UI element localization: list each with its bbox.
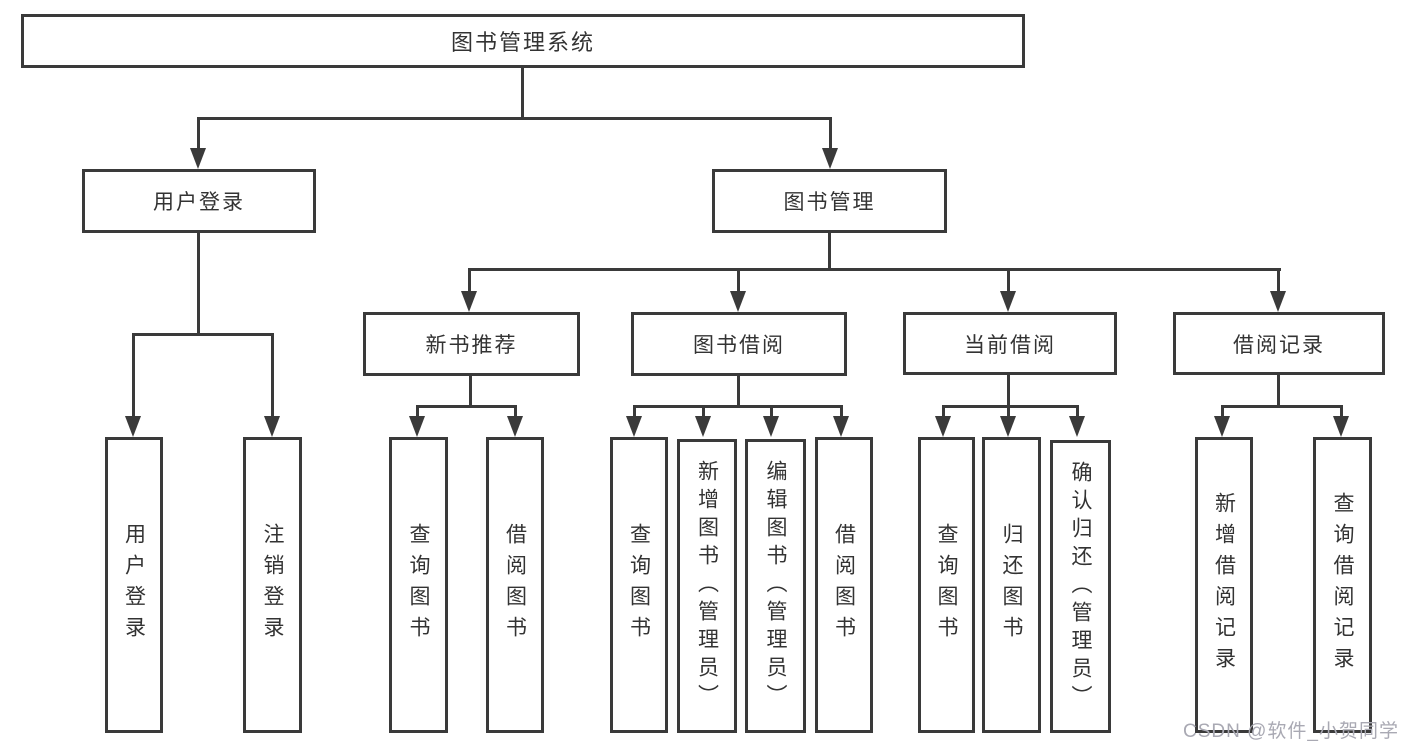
edge-line (942, 405, 945, 423)
edge-line (197, 117, 832, 120)
edge-line (514, 405, 517, 423)
arrow-down-icon (1333, 416, 1349, 437)
node-label: 编辑图书（管理员） (764, 460, 787, 712)
arrow-down-icon (1069, 416, 1085, 437)
arrow-down-icon (264, 416, 280, 437)
node-label: 查询图书 (935, 523, 958, 647)
arrow-down-icon (695, 416, 711, 437)
arrow-down-icon (763, 416, 779, 437)
node-label: 图书管理 (783, 191, 876, 214)
node-label: 借阅记录 (1233, 333, 1325, 357)
node-borrow-records: 借阅记录 (1173, 312, 1385, 375)
arrow-down-icon (935, 416, 951, 437)
leaf-add-book-admin: 新增图书（管理员） (677, 439, 737, 733)
edge-line (633, 405, 636, 423)
csdn-watermark: CSDN @软件_小贺同学 (1183, 721, 1399, 742)
leaf-borrow-books: 借阅图书 (815, 437, 873, 733)
leaf-query-books-recommend: 查询图书 (389, 437, 448, 733)
leaf-query-borrow-record: 查询借阅记录 (1313, 437, 1372, 733)
edge-line (633, 405, 843, 408)
node-current-borrow: 当前借阅 (903, 312, 1117, 375)
edge-line (829, 117, 832, 155)
node-label: 查询图书 (407, 523, 430, 647)
node-label: 借阅图书 (503, 523, 527, 647)
arrow-down-icon (1214, 416, 1230, 437)
edge-line (1277, 268, 1280, 298)
node-label: 图书管理系统 (450, 30, 595, 55)
leaf-query-books-current: 查询图书 (918, 437, 975, 733)
edge-line (521, 66, 524, 119)
arrow-down-icon (626, 416, 642, 437)
edge-line (737, 268, 740, 298)
node-label: 确认归还（管理员） (1069, 460, 1092, 713)
node-library-system: 图书管理系统 (21, 14, 1025, 68)
leaf-confirm-return-admin: 确认归还（管理员） (1050, 440, 1111, 733)
node-label: 借阅图书 (832, 523, 856, 647)
node-label: 查询借阅记录 (1331, 492, 1354, 678)
edge-line (1007, 373, 1010, 408)
edge-line (416, 405, 517, 408)
edge-line (468, 268, 1281, 271)
node-new-book-recommend: 新书推荐 (363, 312, 580, 376)
edge-line (828, 231, 831, 271)
arrow-down-icon (1000, 416, 1016, 437)
edge-line (271, 333, 274, 423)
leaf-logout: 注销登录 (243, 437, 302, 733)
edge-line (702, 405, 705, 423)
arrow-down-icon (730, 291, 746, 312)
edge-line (197, 117, 200, 155)
edge-line (840, 405, 843, 423)
edge-line (942, 405, 1079, 408)
node-label: 用户登录 (122, 523, 146, 647)
leaf-edit-book-admin: 编辑图书（管理员） (745, 439, 806, 733)
node-label: 当前借阅 (964, 333, 1056, 357)
arrow-down-icon (1270, 291, 1286, 312)
edge-line (737, 374, 740, 408)
edge-line (197, 231, 200, 336)
node-label: 新增借阅记录 (1212, 492, 1236, 678)
edge-line (469, 374, 472, 408)
node-label: 用户登录 (153, 191, 245, 214)
node-label: 图书借阅 (693, 334, 785, 357)
arrow-down-icon (822, 148, 838, 169)
edge-line (1076, 405, 1079, 423)
edge-line (416, 405, 419, 423)
arrow-down-icon (409, 416, 425, 437)
leaf-borrow-books-recommend: 借阅图书 (486, 437, 544, 733)
edge-line (1340, 405, 1343, 423)
edge-line (132, 333, 274, 336)
node-book-borrow: 图书借阅 (631, 312, 847, 376)
arrow-down-icon (507, 416, 523, 437)
leaf-add-borrow-record: 新增借阅记录 (1195, 437, 1253, 733)
edge-line (1221, 405, 1343, 408)
arrow-down-icon (190, 148, 206, 169)
node-book-management: 图书管理 (712, 169, 947, 233)
arrow-down-icon (1000, 291, 1016, 312)
edge-line (468, 268, 471, 298)
edge-line (1277, 373, 1280, 408)
edge-line (1007, 405, 1010, 423)
edge-line (1221, 405, 1224, 423)
edge-line (770, 405, 773, 423)
leaf-query-books-borrow: 查询图书 (610, 437, 668, 733)
node-label: 查询图书 (627, 523, 651, 647)
node-label: 注销登录 (261, 523, 284, 647)
edge-line (1007, 268, 1010, 298)
edge-line (132, 333, 135, 423)
node-label: 归还图书 (1000, 523, 1023, 647)
node-label: 新书推荐 (425, 334, 518, 357)
node-label: 新增图书（管理员） (695, 460, 719, 712)
leaf-user-login: 用户登录 (105, 437, 163, 733)
arrow-down-icon (125, 416, 141, 437)
node-user-login: 用户登录 (82, 169, 316, 233)
arrow-down-icon (833, 416, 849, 437)
leaf-return-book: 归还图书 (982, 437, 1041, 733)
arrow-down-icon (461, 291, 477, 312)
